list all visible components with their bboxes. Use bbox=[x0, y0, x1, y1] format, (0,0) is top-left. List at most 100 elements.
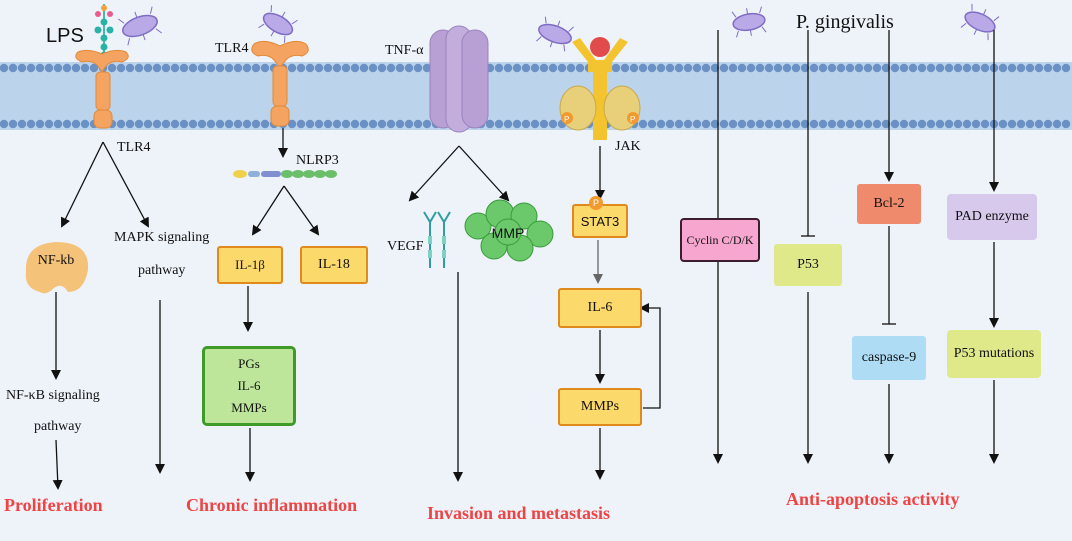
il1b-box: IL-1β bbox=[217, 246, 283, 284]
lipid-head bbox=[953, 63, 963, 73]
lipid-head bbox=[611, 63, 621, 73]
lipid-head bbox=[521, 119, 531, 129]
lipid-head bbox=[530, 119, 540, 129]
lipid-head bbox=[746, 63, 756, 73]
tlr4-receptor-icon bbox=[75, 49, 129, 129]
lipid-head bbox=[656, 119, 666, 129]
lipid-head bbox=[368, 63, 378, 73]
lipid-head bbox=[701, 63, 711, 73]
lipid-head bbox=[872, 63, 882, 73]
tnf-receptor-icon bbox=[429, 25, 489, 133]
lipid-head bbox=[8, 63, 18, 73]
lipid-head bbox=[395, 119, 405, 129]
lipid-head bbox=[233, 63, 243, 73]
lipid-head bbox=[422, 119, 432, 129]
lipid-head bbox=[494, 119, 504, 129]
lipid-head bbox=[233, 119, 243, 129]
nfkb-label: NF-kb bbox=[37, 253, 75, 268]
lipid-head bbox=[206, 119, 216, 129]
jak-receptor-icon: P P bbox=[559, 37, 641, 140]
lipid-head bbox=[818, 63, 828, 73]
lipid-head bbox=[260, 119, 270, 129]
lipid-head bbox=[71, 119, 81, 129]
lipid-head bbox=[701, 119, 711, 129]
lipid-head bbox=[53, 119, 63, 129]
lipid-head bbox=[944, 63, 954, 73]
lipid-head bbox=[116, 119, 126, 129]
lipid-head bbox=[917, 119, 927, 129]
lipid-head bbox=[773, 63, 783, 73]
lipid-head bbox=[683, 63, 693, 73]
lipid-head bbox=[251, 63, 261, 73]
lipid-head bbox=[143, 119, 153, 129]
lipid-head bbox=[566, 63, 576, 73]
lipid-head bbox=[350, 119, 360, 129]
invasion-metastasis-outcome: Invasion and metastasis bbox=[427, 503, 611, 523]
lipid-head bbox=[971, 63, 981, 73]
lipid-head bbox=[188, 119, 198, 129]
lipid-head bbox=[386, 119, 396, 129]
lipid-head bbox=[341, 119, 351, 129]
lipid-head bbox=[368, 119, 378, 129]
lipid-head bbox=[116, 63, 126, 73]
lipid-head bbox=[764, 63, 774, 73]
lipid-head bbox=[647, 119, 657, 129]
lipid-head bbox=[251, 119, 261, 129]
lipid-head bbox=[44, 63, 54, 73]
bacterium-icon bbox=[536, 16, 574, 52]
lipid-head bbox=[899, 119, 909, 129]
lipid-head bbox=[503, 63, 513, 73]
anti-apoptosis-outcome: Anti-apoptosis activity bbox=[786, 489, 960, 509]
lipid-head bbox=[377, 63, 387, 73]
lipid-head bbox=[1061, 119, 1071, 129]
p-gingivalis-label: P. gingivalis bbox=[796, 11, 894, 33]
lipid-head bbox=[206, 63, 216, 73]
lipid-head bbox=[188, 63, 198, 73]
lipid-head bbox=[80, 63, 90, 73]
phospho-p-label: P bbox=[564, 115, 569, 124]
lipid-head bbox=[755, 119, 765, 129]
lipid-head bbox=[170, 119, 180, 129]
proliferation-outcome: Proliferation bbox=[4, 495, 103, 515]
lipid-head bbox=[26, 119, 36, 129]
lipid-head bbox=[125, 119, 135, 129]
stat3-box: STAT3 bbox=[572, 204, 628, 238]
lipid-head bbox=[836, 63, 846, 73]
lipid-head bbox=[170, 63, 180, 73]
lipid-head bbox=[296, 63, 306, 73]
lipid-head bbox=[953, 119, 963, 129]
lipid-head bbox=[1052, 63, 1062, 73]
lipid-head bbox=[260, 63, 270, 73]
lipid-head bbox=[773, 119, 783, 129]
phospho-p-label: P bbox=[630, 115, 635, 124]
lipid-head bbox=[863, 63, 873, 73]
lipid-head bbox=[836, 119, 846, 129]
lipid-head bbox=[503, 119, 513, 129]
tlr4-label: TLR4 bbox=[215, 41, 249, 56]
lipid-head bbox=[485, 119, 495, 129]
lipid-head bbox=[1007, 119, 1017, 129]
lipid-head bbox=[89, 63, 99, 73]
lipid-head bbox=[386, 63, 396, 73]
lipid-head bbox=[863, 119, 873, 129]
lipid-head bbox=[575, 63, 585, 73]
lipid-head bbox=[908, 63, 918, 73]
lipid-head bbox=[629, 63, 639, 73]
lipid-head bbox=[845, 119, 855, 129]
lipid-head bbox=[899, 63, 909, 73]
lipid-head bbox=[521, 63, 531, 73]
lipid-head bbox=[512, 119, 522, 129]
lipid-head bbox=[728, 119, 738, 129]
lipid-head bbox=[710, 119, 720, 129]
lipid-head bbox=[314, 119, 324, 129]
lipid-head bbox=[638, 63, 648, 73]
bacterium-icon bbox=[118, 6, 162, 46]
pgs-il6-mmps-box: PGs IL-6 MMPs bbox=[202, 346, 296, 426]
lipid-head bbox=[1007, 63, 1017, 73]
lipid-head bbox=[1016, 63, 1026, 73]
il18-box: IL-18 bbox=[300, 246, 368, 284]
lipid-head bbox=[971, 119, 981, 129]
lipid-head bbox=[872, 119, 882, 129]
lipid-head bbox=[17, 119, 27, 129]
